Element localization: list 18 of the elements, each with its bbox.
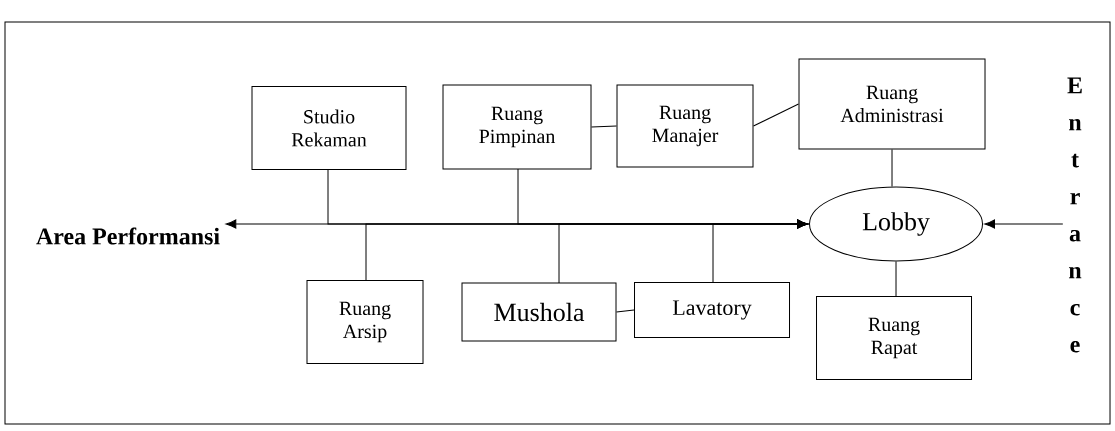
entrance-label: Entrance (1067, 77, 1082, 353)
arrow (225, 219, 810, 229)
area-label: Area Performansi (36, 227, 220, 245)
connector-line (616, 309, 635, 313)
connector-line (753, 103, 799, 127)
room-box: Lavatory (634, 282, 790, 338)
room-box: Ruang Administrasi (798, 58, 986, 150)
room-box: Ruang Rapat (816, 296, 972, 380)
room-box: Mushola (461, 282, 617, 342)
connector-line (895, 261, 897, 297)
connector-line (591, 125, 617, 128)
arrow (712, 219, 808, 283)
room-box: Ruang Pimpinan (442, 84, 592, 170)
room-box: Ruang Arsip (306, 280, 424, 364)
room-box: Ruang Manajer (616, 84, 754, 168)
arrow (984, 219, 1064, 229)
room-box: Studio Rekaman (251, 86, 407, 170)
connector-line (891, 149, 893, 187)
